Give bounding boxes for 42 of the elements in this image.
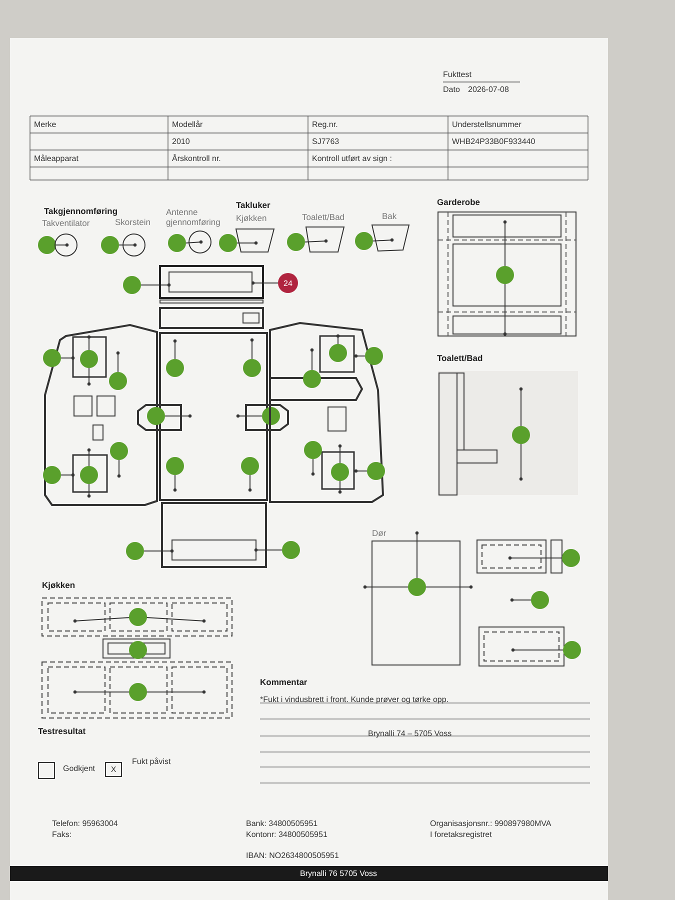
footer-text: I foretaksregistret bbox=[430, 830, 492, 840]
item-label: Bak bbox=[382, 211, 397, 221]
date-value: 2026-07-08 bbox=[468, 85, 509, 95]
option-label: Fukt påvist bbox=[132, 757, 172, 767]
cell-label: Årskontroll nr. bbox=[172, 154, 221, 164]
footer-text: Kontonr: 34800505951 bbox=[246, 830, 328, 840]
item-label: Kjøkken bbox=[236, 213, 267, 223]
comment-text: *Fukt i vindusbrett i front. Kunde prøver og tørke opp. bbox=[260, 694, 450, 706]
cell-label: Reg.nr. bbox=[312, 120, 338, 130]
window-outline bbox=[159, 265, 264, 299]
cell-value: SJ7763 bbox=[312, 137, 340, 147]
item-label: Skorstein bbox=[115, 217, 150, 227]
section-heading: Takluker bbox=[236, 200, 270, 210]
leader-line bbox=[262, 282, 278, 284]
section-heading: Kommentar bbox=[260, 677, 308, 687]
section-heading: Takgjennomføring bbox=[44, 206, 118, 216]
cell-label: Merke bbox=[34, 120, 56, 130]
footer-text: IBAN: NO2634800505951 bbox=[246, 851, 339, 861]
item-label: Toalett/Bad bbox=[302, 212, 345, 222]
option-label: Godkjent bbox=[63, 764, 96, 774]
cell-label: Måleapparat bbox=[34, 154, 78, 164]
section-heading: Kjøkken bbox=[42, 580, 76, 590]
item-label: Takventilator bbox=[42, 218, 90, 228]
cell-label: Understellsnummer bbox=[452, 120, 522, 130]
section-heading: Dør bbox=[372, 528, 386, 538]
checkbox: X bbox=[105, 762, 122, 777]
footer-text: Organisasjonsnr.: 990897980MVA bbox=[430, 819, 552, 829]
section-heading: Garderobe bbox=[437, 197, 480, 207]
cell-value: WHB24P33B0F933440 bbox=[452, 137, 536, 147]
cell-value: 2010 bbox=[172, 137, 190, 147]
form-title: Fukttest bbox=[443, 70, 472, 80]
cell-label: Modellår bbox=[172, 120, 203, 130]
section-heading: Testresultat bbox=[38, 726, 86, 736]
footer-text: Telefon: 95963004 bbox=[52, 819, 118, 829]
footer-text: Faks: bbox=[52, 830, 72, 840]
section-heading: Toalett/Bad bbox=[437, 353, 483, 363]
stamp-address: Brynalli 74 – 5705 Voss bbox=[368, 729, 452, 739]
item-label: Antenne gjennomføring bbox=[166, 207, 222, 227]
footer-text: Bank: 34800505951 bbox=[246, 819, 318, 829]
cell-label: Kontroll utført av sign : bbox=[312, 154, 392, 164]
field-label: Dato bbox=[443, 85, 460, 95]
footer-text: Brynalli 76 5705 Voss bbox=[300, 869, 377, 879]
